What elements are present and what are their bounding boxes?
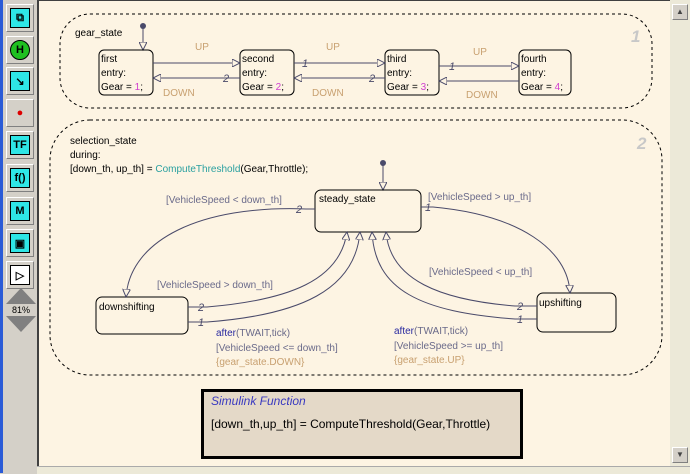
state-text: entry: xyxy=(101,68,126,79)
priority-label: 1 xyxy=(517,314,523,326)
history-junction-tool-button[interactable]: H xyxy=(6,36,34,64)
vertical-scrollbar[interactable]: ▲ ▼ xyxy=(670,0,690,466)
transition-upshifting-to-steady-after[interactable] xyxy=(372,232,537,320)
transition-steady-to-downshifting[interactable] xyxy=(126,208,315,297)
priority-label: 2 xyxy=(368,73,375,85)
graphical-function-tool-button[interactable]: f() xyxy=(6,164,34,192)
state-fourth[interactable]: fourth entry: Gear = 4; xyxy=(518,49,572,96)
graphical-function-tool-icon: f() xyxy=(10,168,30,188)
zoom-out-button[interactable] xyxy=(6,316,36,332)
state-box xyxy=(518,49,572,96)
selection-state[interactable]: 2 selection_state during: [down_th, up_t… xyxy=(49,119,663,376)
downshifting-label: downshifting xyxy=(99,302,155,313)
state-box xyxy=(239,49,295,96)
gear-state[interactable]: gear_state 1 xyxy=(59,13,653,109)
zoom-in-button[interactable] xyxy=(6,288,36,304)
truth-table-tool-button[interactable]: TF xyxy=(6,131,34,159)
transition-label: {gear_state.UP} xyxy=(394,355,465,366)
selection-state-label: selection_state xyxy=(70,136,137,147)
up-label: UP xyxy=(195,42,209,53)
priority-label: 1 xyxy=(302,58,308,70)
chart-canvas[interactable]: gear_state 1 first entry: Gear = 1; second e… xyxy=(37,0,670,466)
transition-label: [VehicleSpeed < up_th] xyxy=(429,267,532,278)
default-transition-tool-icon: ↘ xyxy=(10,71,30,91)
state-text: Gear = 4; xyxy=(521,82,563,93)
state-second[interactable]: second entry: Gear = 2; xyxy=(239,49,295,96)
zoom-control: 81% xyxy=(6,288,36,346)
during-action: [down_th, up_th] = ComputeThreshold(Gear… xyxy=(70,164,308,175)
truth-table-tool-icon: TF xyxy=(10,135,30,155)
state-text: entry: xyxy=(242,68,267,79)
simulink-function-title: Simulink Function xyxy=(211,394,306,408)
transition-label: [VehicleSpeed <= down_th] xyxy=(216,343,338,354)
embedded-matlab-tool-button[interactable]: M xyxy=(6,197,34,225)
priority-label: 1 xyxy=(425,202,431,214)
upshifting-label: upshifting xyxy=(539,298,582,309)
state-third[interactable]: third entry: Gear = 3; xyxy=(384,49,440,96)
priority-label: 1 xyxy=(449,61,455,73)
simulink-function-block[interactable]: Simulink Function [down_th,up_th] = Comp… xyxy=(201,389,523,459)
transition-downshifting-to-steady-after[interactable] xyxy=(188,232,360,323)
transition-steady-to-upshifting[interactable] xyxy=(421,206,570,293)
state-text: second xyxy=(242,54,274,65)
state-tool-icon: ⧉ xyxy=(10,8,30,28)
simulink-function-tool-button[interactable]: ▷ xyxy=(6,261,34,289)
state-downshifting[interactable] xyxy=(95,296,189,335)
state-box xyxy=(98,49,154,96)
state-upshifting[interactable] xyxy=(536,292,617,333)
transition-label: after(TWAIT,tick) xyxy=(216,328,290,339)
state-first[interactable]: first entry: Gear = 1; xyxy=(98,49,154,96)
window-edge xyxy=(0,0,3,473)
simulink-function-tool-icon: ▷ xyxy=(10,265,30,285)
priority-label: 2 xyxy=(516,301,523,313)
transition-label: [VehicleSpeed < down_th] xyxy=(166,195,282,206)
connective-junction-tool-icon: ● xyxy=(10,103,30,123)
box-tool-icon: ▣ xyxy=(10,233,30,253)
scroll-down-button[interactable]: ▼ xyxy=(672,447,688,463)
transition-label: after(TWAIT,tick) xyxy=(394,326,468,337)
state-text: first xyxy=(101,54,117,65)
default-transition-tool-button[interactable]: ↘ xyxy=(6,67,34,95)
up-label: UP xyxy=(326,42,340,53)
priority-label: 1 xyxy=(198,317,204,329)
priority-label: 2 xyxy=(197,302,204,314)
scroll-up-button[interactable]: ▲ xyxy=(672,4,688,20)
down-label: DOWN xyxy=(312,88,344,99)
state-box xyxy=(384,49,440,96)
object-palette: ⧉ H ↘ ● TF f() M ▣ ▷ xyxy=(3,0,37,473)
gear-state-order: 1 xyxy=(631,27,640,46)
zoom-level: 81% xyxy=(11,305,30,315)
horizontal-scrollbar[interactable] xyxy=(37,466,690,474)
up-label: UP xyxy=(473,47,487,58)
selection-state-order: 2 xyxy=(636,134,647,153)
state-text: Gear = 1; xyxy=(101,82,143,93)
state-text: Gear = 2; xyxy=(242,82,284,93)
transition-label: [VehicleSpeed > down_th] xyxy=(157,280,273,291)
down-label: DOWN xyxy=(163,88,195,99)
transition-downshifting-to-steady[interactable] xyxy=(188,232,347,308)
transition-label: [VehicleSpeed > up_th] xyxy=(428,192,531,203)
transition-upshifting-to-steady[interactable] xyxy=(386,232,537,307)
box-tool-button[interactable]: ▣ xyxy=(6,229,34,257)
gear-state-label: gear_state xyxy=(75,28,123,39)
state-text: entry: xyxy=(521,68,546,79)
state-text: Gear = 3; xyxy=(387,82,429,93)
embedded-matlab-tool-icon: M xyxy=(10,201,30,221)
connective-junction-tool-button[interactable]: ● xyxy=(6,99,34,127)
priority-label: 2 xyxy=(222,73,229,85)
state-text: third xyxy=(387,54,406,65)
steady-state-label: steady_state xyxy=(319,194,376,205)
transition-label: [VehicleSpeed >= up_th] xyxy=(394,341,503,352)
simulink-function-signature: [down_th,up_th] = ComputeThreshold(Gear,… xyxy=(211,417,490,431)
during-label: during: xyxy=(70,150,101,161)
priority-label: 2 xyxy=(295,204,302,216)
history-junction-tool-icon: H xyxy=(10,40,30,60)
down-label: DOWN xyxy=(466,90,498,101)
transition-label: {gear_state.DOWN} xyxy=(216,357,305,368)
state-text: entry: xyxy=(387,68,412,79)
state-text: fourth xyxy=(521,54,547,65)
state-tool-button[interactable]: ⧉ xyxy=(6,4,34,32)
